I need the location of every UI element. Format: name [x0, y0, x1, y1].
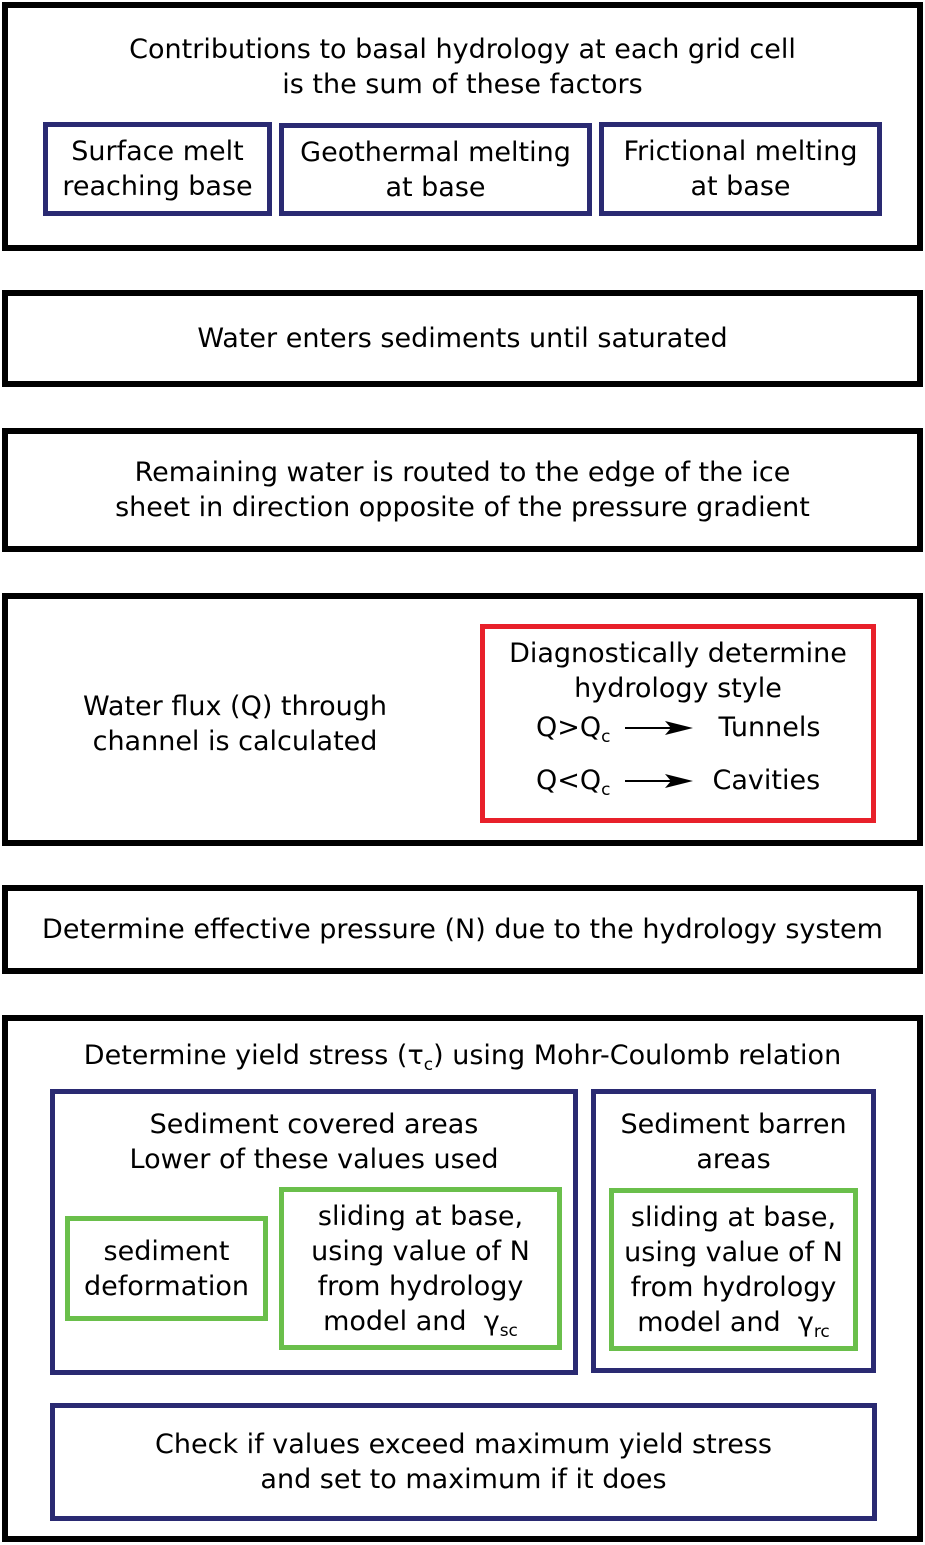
sediment-saturation-text: Water enters sediments until saturated [197, 323, 728, 354]
check-line-1: Check if values exceed maximum yield str… [155, 1429, 772, 1460]
cavities-label: Cavities [712, 765, 821, 796]
covered-sliding-line-1: sliding at base, [317, 1200, 524, 1232]
sediment-covered-line-1: Sediment covered areas [149, 1109, 479, 1140]
barren-sliding-line-3: from hydrology [630, 1271, 837, 1303]
frictional-melting-box: Frictional melting at base [599, 122, 882, 216]
sediment-saturation-box: Water enters sediments until saturated [2, 290, 923, 387]
geothermal-line-2: at base [385, 171, 486, 203]
frictional-line-2: at base [690, 171, 791, 202]
covered-sliding-line-4: model and γsc [323, 1305, 518, 1341]
arrow-right-icon [624, 773, 693, 788]
geothermal-line-1: Geothermal melting [300, 136, 571, 168]
barren-sliding-line-4: model and γrc [637, 1306, 830, 1342]
water-flux-line-1: Water flux (Q) through [82, 691, 388, 722]
deformation-line-2: deformation [84, 1270, 249, 1302]
barren-sliding-box: sliding at base, using value of N from h… [609, 1188, 858, 1351]
surface-melt-line-2: reaching base [62, 171, 253, 202]
hydrology-style-line-1: Diagnostically determine [509, 638, 847, 669]
water-routing-line-2: sheet in direction opposite of the press… [115, 492, 810, 523]
barren-sliding-line-1: sliding at base, [630, 1201, 837, 1233]
max-yield-check-box: Check if values exceed maximum yield str… [50, 1403, 877, 1521]
yield-stress-title: Determine yield stress (τc) using Mohr-C… [83, 1040, 842, 1075]
barren-sliding-line-2: using value of N [624, 1236, 843, 1268]
water-flux-line-2: channel is calculated [92, 726, 378, 757]
covered-sliding-line-2: using value of N [311, 1235, 530, 1267]
sediment-covered-line-2: Lower of these values used [129, 1144, 499, 1175]
contributions-title-line-1: Contributions to basal hydrology at each… [129, 34, 796, 65]
sediment-barren-line-1: Sediment barren [620, 1109, 847, 1140]
cavities-condition: Q<Qc [536, 765, 611, 800]
covered-sliding-line-3: from hydrology [317, 1270, 524, 1302]
check-line-2: and set to maximum if it does [260, 1464, 667, 1495]
tunnels-rule: Q>Qc Tunnels [536, 712, 821, 747]
sediment-deformation-box: sediment deformation [65, 1216, 268, 1321]
basal-hydrology-contributions-box: Contributions to basal hydrology at each… [2, 2, 923, 251]
surface-melt-box: Surface melt reaching base [43, 122, 272, 216]
geothermal-melting-box: Geothermal melting at base [279, 123, 592, 216]
water-flux-box [2, 593, 923, 846]
surface-melt-line-1: Surface melt [71, 136, 244, 167]
frictional-line-1: Frictional melting [623, 136, 858, 167]
arrow-right-icon [624, 720, 693, 735]
deformation-line-1: sediment [103, 1235, 230, 1267]
sediment-barren-box: Sediment barren areas [591, 1089, 876, 1373]
water-routing-box: Remaining water is routed to the edge of… [2, 428, 923, 552]
tunnels-label: Tunnels [718, 712, 821, 743]
sediment-barren-line-2: areas [696, 1144, 771, 1175]
tunnels-condition: Q>Qc [536, 712, 611, 747]
hydrology-style-box: Diagnostically determine hydrology style [480, 624, 876, 823]
water-routing-line-1: Remaining water is routed to the edge of… [134, 457, 791, 488]
cavities-rule: Q<Qc Cavities [536, 765, 821, 800]
covered-sliding-box: sliding at base, using value of N from h… [279, 1187, 562, 1350]
sediment-covered-box: Sediment covered areas Lower of these va… [50, 1089, 578, 1375]
hydrology-style-line-2: hydrology style [574, 673, 782, 704]
yield-stress-box: Determine yield stress (τc) using Mohr-C… [2, 1015, 923, 1542]
contributions-title-line-2: is the sum of these factors [282, 69, 643, 100]
effective-pressure-box: Determine effective pressure (N) due to … [2, 885, 923, 974]
effective-pressure-text: Determine effective pressure (N) due to … [42, 914, 883, 945]
